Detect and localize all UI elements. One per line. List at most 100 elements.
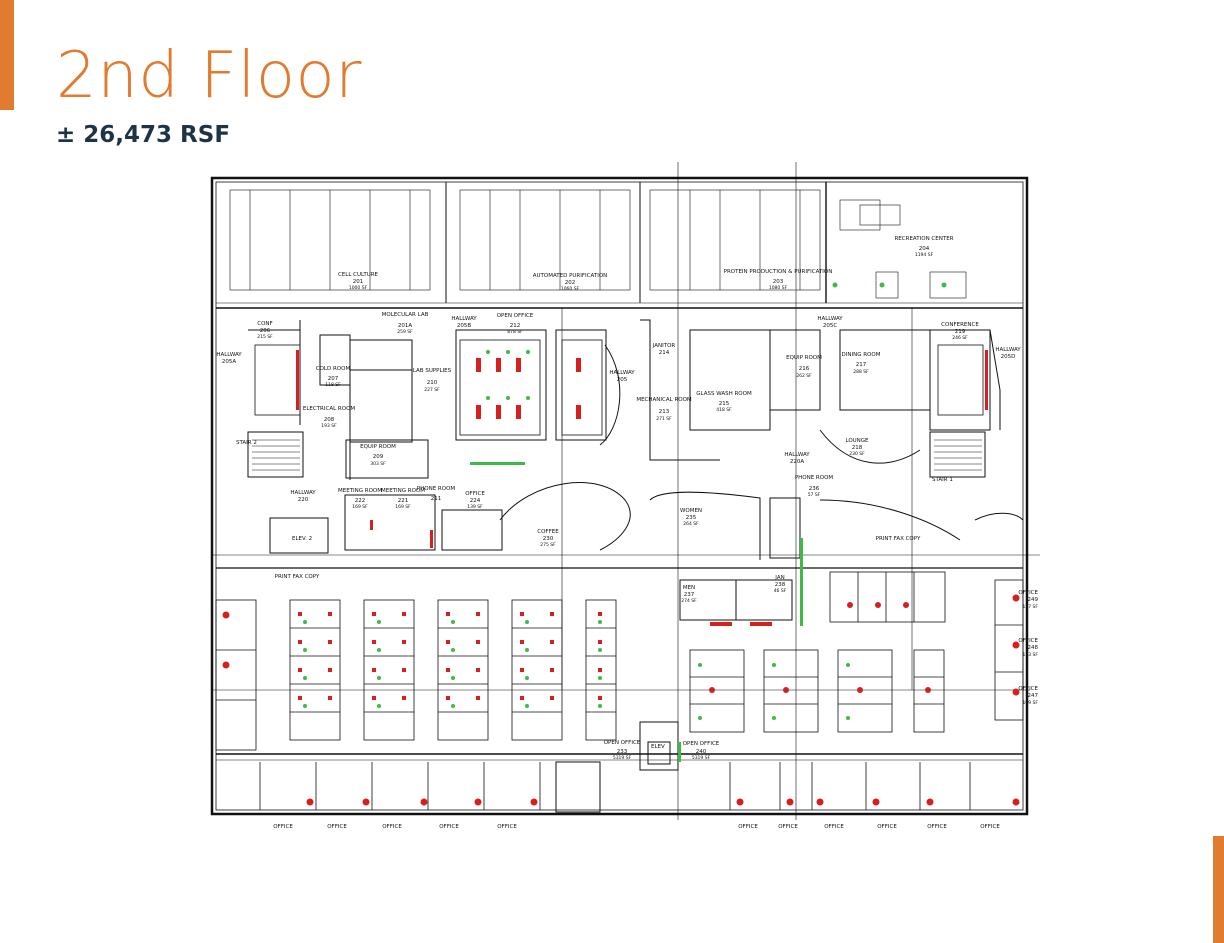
room-name-233: OPEN OFFICE: [604, 740, 641, 746]
room-number-205c: 205C: [823, 323, 837, 329]
room-number-209: 209: [373, 454, 384, 460]
room-name-222: MEETING ROOM: [338, 488, 382, 494]
room-name-224: OFFICE: [465, 491, 485, 497]
room-area-219: 246 SF: [952, 335, 968, 341]
room-number-203: 203: [773, 279, 784, 285]
room-name-209: EQUIP ROOM: [360, 444, 396, 450]
room-number-238: 238: [775, 582, 786, 588]
room-name-202: AUTOMATED PURIFICATION: [533, 273, 608, 279]
room-name-218: LOUNGE: [845, 438, 869, 444]
room-area-247: 109 SF: [1023, 700, 1039, 706]
room-area-201: 1000 SF: [349, 285, 368, 291]
room-area-213: 271 SF: [656, 416, 672, 422]
room-number-218: 218: [852, 445, 863, 451]
room-name-207: COLD ROOM: [316, 366, 351, 372]
room-area-204: 1194 SF: [915, 252, 934, 258]
room-number-221: 221: [398, 498, 409, 504]
room-number-205: 205: [617, 377, 628, 383]
room-name-203: PROTEIN PRODUCTION & PURIFICATION: [724, 269, 833, 275]
office-label: OFFICE: [738, 824, 758, 830]
stair-1-label: STAIR 1: [932, 477, 953, 483]
room-name-205d: HALLWAY: [995, 347, 1021, 353]
room-name-201: CELL CULTURE: [338, 272, 379, 278]
room-number-215: 215: [719, 401, 730, 407]
workstation-clusters: [215, 339, 1024, 810]
room-area-209: 303 SF: [370, 461, 386, 467]
room-area-206: 215 SF: [257, 334, 273, 340]
room-name-206: CONF: [257, 321, 272, 327]
accent-bar-top: [0, 0, 14, 110]
room-number-212: 212: [510, 323, 521, 329]
office-label: OFFICE: [273, 824, 293, 830]
room-name-236: PHONE ROOM: [795, 475, 834, 481]
stair-2-label: STAIR 2: [236, 440, 257, 446]
room-area-202: 1060 SF: [561, 286, 580, 292]
room-number-201a: 201A: [398, 323, 412, 329]
room-area-218: 230 SF: [849, 451, 865, 457]
room-number-240: 240: [696, 749, 707, 755]
room-area-207: 118 SF: [325, 382, 341, 388]
room-name-213: MECHANICAL ROOM: [636, 397, 692, 403]
room-number-206: 206: [260, 328, 271, 334]
room-number-220a: 220A: [790, 459, 804, 465]
room-name-220a: HALLWAY: [784, 452, 810, 458]
office-label: OFFICE: [439, 824, 459, 830]
room-name-216: EQUIP ROOM: [786, 355, 822, 361]
room-area-216: 262 SF: [796, 373, 812, 379]
room-name-205c: HALLWAY: [817, 316, 843, 322]
room-area-217: 288 SF: [853, 369, 869, 375]
room-area-221: 169 SF: [395, 504, 411, 510]
room-number-236: 236: [809, 486, 820, 492]
room-area-210: 227 SF: [424, 387, 440, 393]
walls: [210, 162, 1040, 820]
room-number-222: 222: [355, 498, 366, 504]
room-number-247: 247: [1028, 693, 1039, 699]
room-number-216: 216: [799, 366, 810, 372]
room-name-204: RECREATION CENTER: [894, 236, 953, 242]
room-number-201: 201: [353, 279, 364, 285]
room-number-211: 211: [431, 496, 442, 502]
room-number-205a: 205A: [222, 359, 236, 365]
room-name-214: JANITOR: [652, 343, 676, 349]
room-number-214: 214: [659, 350, 670, 356]
office-label: OFFICE: [497, 824, 517, 830]
room-name-217: DINING ROOM: [842, 352, 881, 358]
room-number-249: 249: [1028, 597, 1039, 603]
room-number-208: 208: [324, 417, 335, 423]
elevator-label: ELEV: [651, 744, 665, 750]
room-number-204: 204: [919, 246, 930, 252]
accent-bar-bottom: [1213, 836, 1224, 943]
room-name-210: LAB SUPPLIES: [413, 368, 452, 374]
room-name-220: HALLWAY: [290, 490, 316, 496]
room-name-219: CONFERENCE: [941, 322, 979, 328]
office-label: OFFICE: [824, 824, 844, 830]
plant-markers: [303, 282, 947, 762]
office-label: OFFICE: [778, 824, 798, 830]
room-area-237: 274 SF: [681, 598, 697, 604]
office-label: OFFICE: [877, 824, 897, 830]
room-number-213: 213: [659, 409, 670, 415]
room-number-205d: 205D: [1001, 354, 1016, 360]
room-name-235: WOMEN: [680, 508, 702, 514]
room-area-224: 139 SF: [467, 504, 483, 510]
room-labels: CELL CULTURE 201 1000 SF AUTOMATED PURIF…: [216, 236, 1039, 761]
room-area-208: 193 SF: [321, 423, 337, 429]
room-area-235: 264 SF: [683, 521, 699, 527]
room-area-222: 169 SF: [352, 504, 368, 510]
elevator-2-label: ELEV. 2: [292, 536, 312, 542]
room-area-203: 1080 SF: [769, 285, 788, 291]
stairs: [252, 439, 982, 471]
room-number-237: 237: [684, 592, 695, 598]
room-name-248: OFFICE: [1018, 638, 1038, 644]
room-name-240: OPEN OFFICE: [683, 741, 720, 747]
room-name-249: OFFICE: [1018, 590, 1038, 596]
floor-plan: CELL CULTURE 201 1000 SF AUTOMATED PURIF…: [210, 162, 1040, 830]
room-area-215: 418 SF: [716, 407, 732, 413]
room-name-230: COFFEE: [537, 529, 559, 535]
perimeter-office-labels: OFFICE OFFICE OFFICE OFFICE OFFICE OFFIC…: [273, 824, 1000, 830]
room-area-236: 57 SF: [808, 492, 821, 498]
room-number-217: 217: [856, 362, 867, 368]
print-fax-copy-left: PRINT FAX COPY: [275, 574, 320, 580]
room-area-230: 275 SF: [540, 542, 556, 548]
chair-markers: [222, 350, 1020, 806]
